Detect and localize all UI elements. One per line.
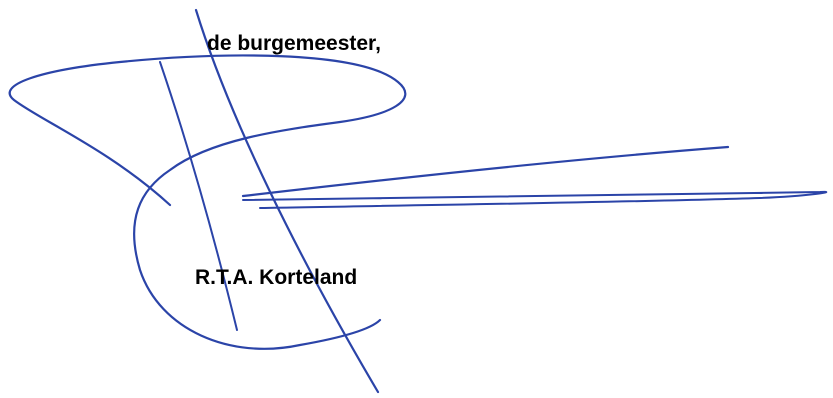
signature-left-stroke: [159, 61, 238, 331]
signature-flat-stroke-upper: [241, 145, 730, 198]
signatory-role: de burgemeester,: [207, 32, 381, 55]
signature-upper-loop: [8, 54, 407, 350]
signature-strokes: [8, 8, 828, 394]
signatory-name: R.T.A. Korteland: [195, 266, 358, 289]
signature-flat-stroke-lower: [242, 190, 828, 209]
